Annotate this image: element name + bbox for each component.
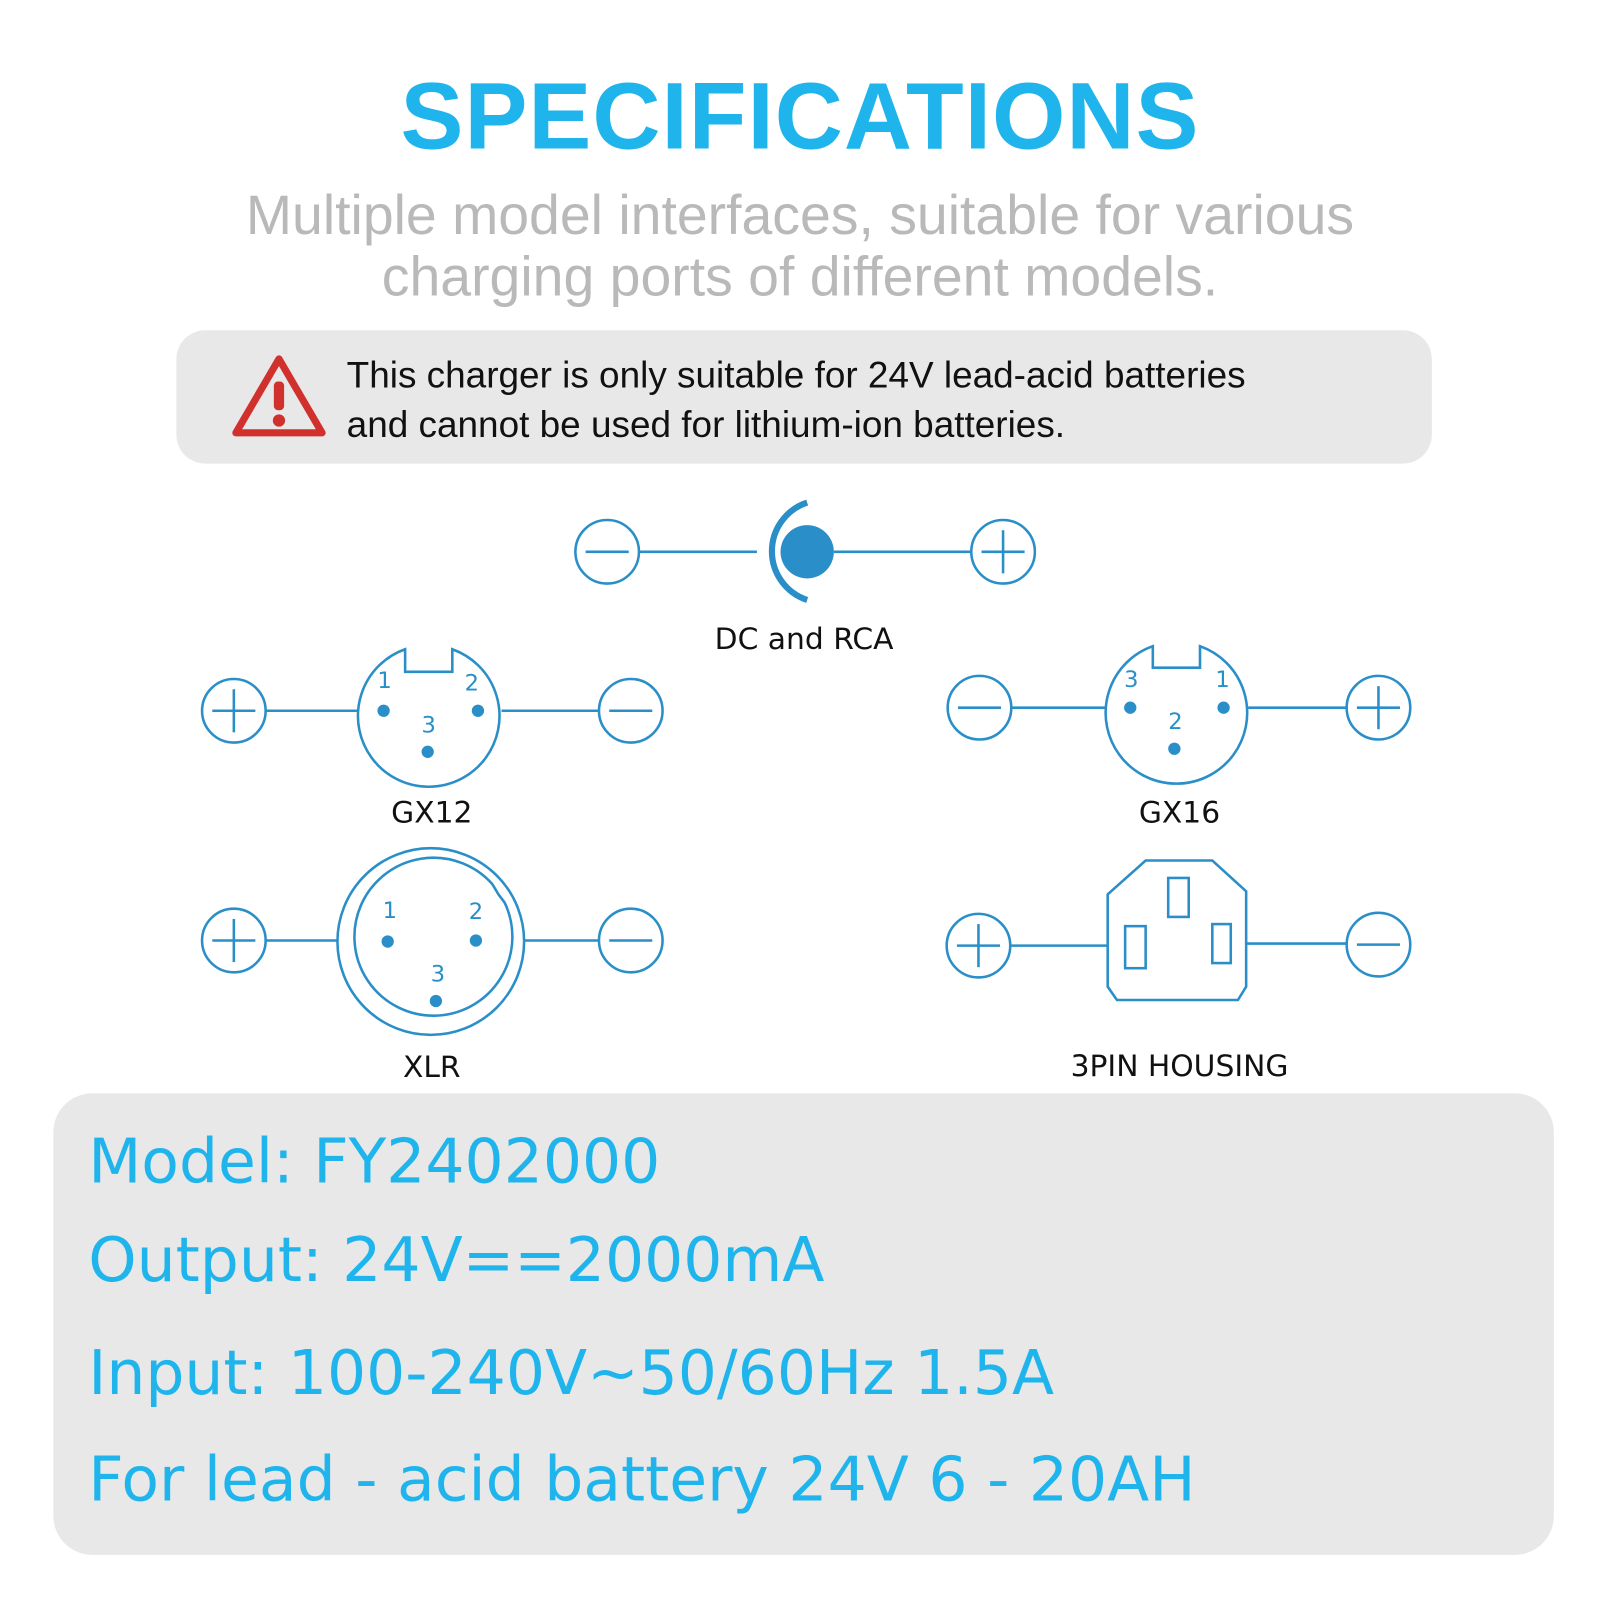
- subtitle-line-1: Multiple model interfaces, suitable for …: [245, 184, 1355, 247]
- xlr-outer-ring-icon: [336, 846, 526, 1037]
- plus-terminal-icon: [969, 518, 1037, 585]
- minus-terminal-icon: [597, 677, 664, 744]
- gx16-socket-icon: [1104, 644, 1249, 785]
- warning-line-1: This charger is only suitable for 24V le…: [346, 353, 1246, 396]
- warning-triangle-icon: [232, 355, 326, 437]
- xlr-diagram: [200, 846, 664, 1037]
- gx12-socket-icon: [356, 647, 501, 788]
- spec-output: Output: 24V==2000mA: [88, 1224, 825, 1297]
- dc-pin-icon: [780, 525, 834, 579]
- gx12-pin-2: 2: [464, 670, 479, 697]
- plus-terminal-icon: [1345, 674, 1412, 741]
- gx12-pin-1: 1: [377, 668, 392, 695]
- iec-socket-icon: [1106, 859, 1248, 1002]
- subtitle-line-2: charging ports of different models.: [381, 246, 1219, 308]
- gx12-pin-3: 3: [421, 712, 436, 739]
- xlr-pin-1: 1: [382, 898, 397, 925]
- gx16-pin-2: 2: [1168, 709, 1183, 736]
- dc-rca-label: DC and RCA: [714, 621, 894, 657]
- gx12-diagram: [200, 647, 664, 788]
- minus-terminal-icon: [597, 907, 664, 974]
- specs-panel: Model: FY2402000 Output: 24V==2000mA Inp…: [53, 1093, 1554, 1555]
- gx16-diagram: [946, 644, 1412, 785]
- xlr-inner-ring-icon: [353, 856, 514, 1017]
- spec-model: Model: FY2402000: [88, 1126, 661, 1198]
- subtitle: Multiple model interfaces, suitable for …: [0, 185, 1600, 308]
- warning-line-2: and cannot be used for lithium-ion batte…: [346, 403, 1066, 446]
- spec-battery: For lead - acid battery 24V 6 - 20AH: [88, 1444, 1196, 1516]
- housing-diagram: [945, 859, 1412, 1002]
- page-title: SPECIFICATIONS: [400, 64, 1200, 170]
- xlr-pin-2: 2: [468, 899, 484, 926]
- warning-text: This charger is only suitable for 24V le…: [347, 351, 1246, 449]
- connector-diagrams: [200, 499, 1412, 1037]
- warning-box: This charger is only suitable for 24V le…: [176, 330, 1432, 464]
- dc-sleeve-icon: [768, 499, 809, 603]
- dc-rca-diagram: [574, 499, 1037, 603]
- xlr-label: XLR: [402, 1049, 461, 1085]
- gx16-label: GX16: [1138, 794, 1221, 830]
- spec-input: Input: 100-240V~50/60Hz 1.5A: [88, 1337, 1055, 1410]
- gx16-pin-1: 1: [1215, 667, 1230, 694]
- gx12-label: GX12: [391, 794, 473, 830]
- minus-terminal-icon: [1345, 911, 1412, 978]
- xlr-pin-3: 3: [430, 962, 446, 988]
- housing-label: 3PIN HOUSING: [1070, 1048, 1289, 1084]
- gx16-pin-3: 3: [1124, 667, 1139, 694]
